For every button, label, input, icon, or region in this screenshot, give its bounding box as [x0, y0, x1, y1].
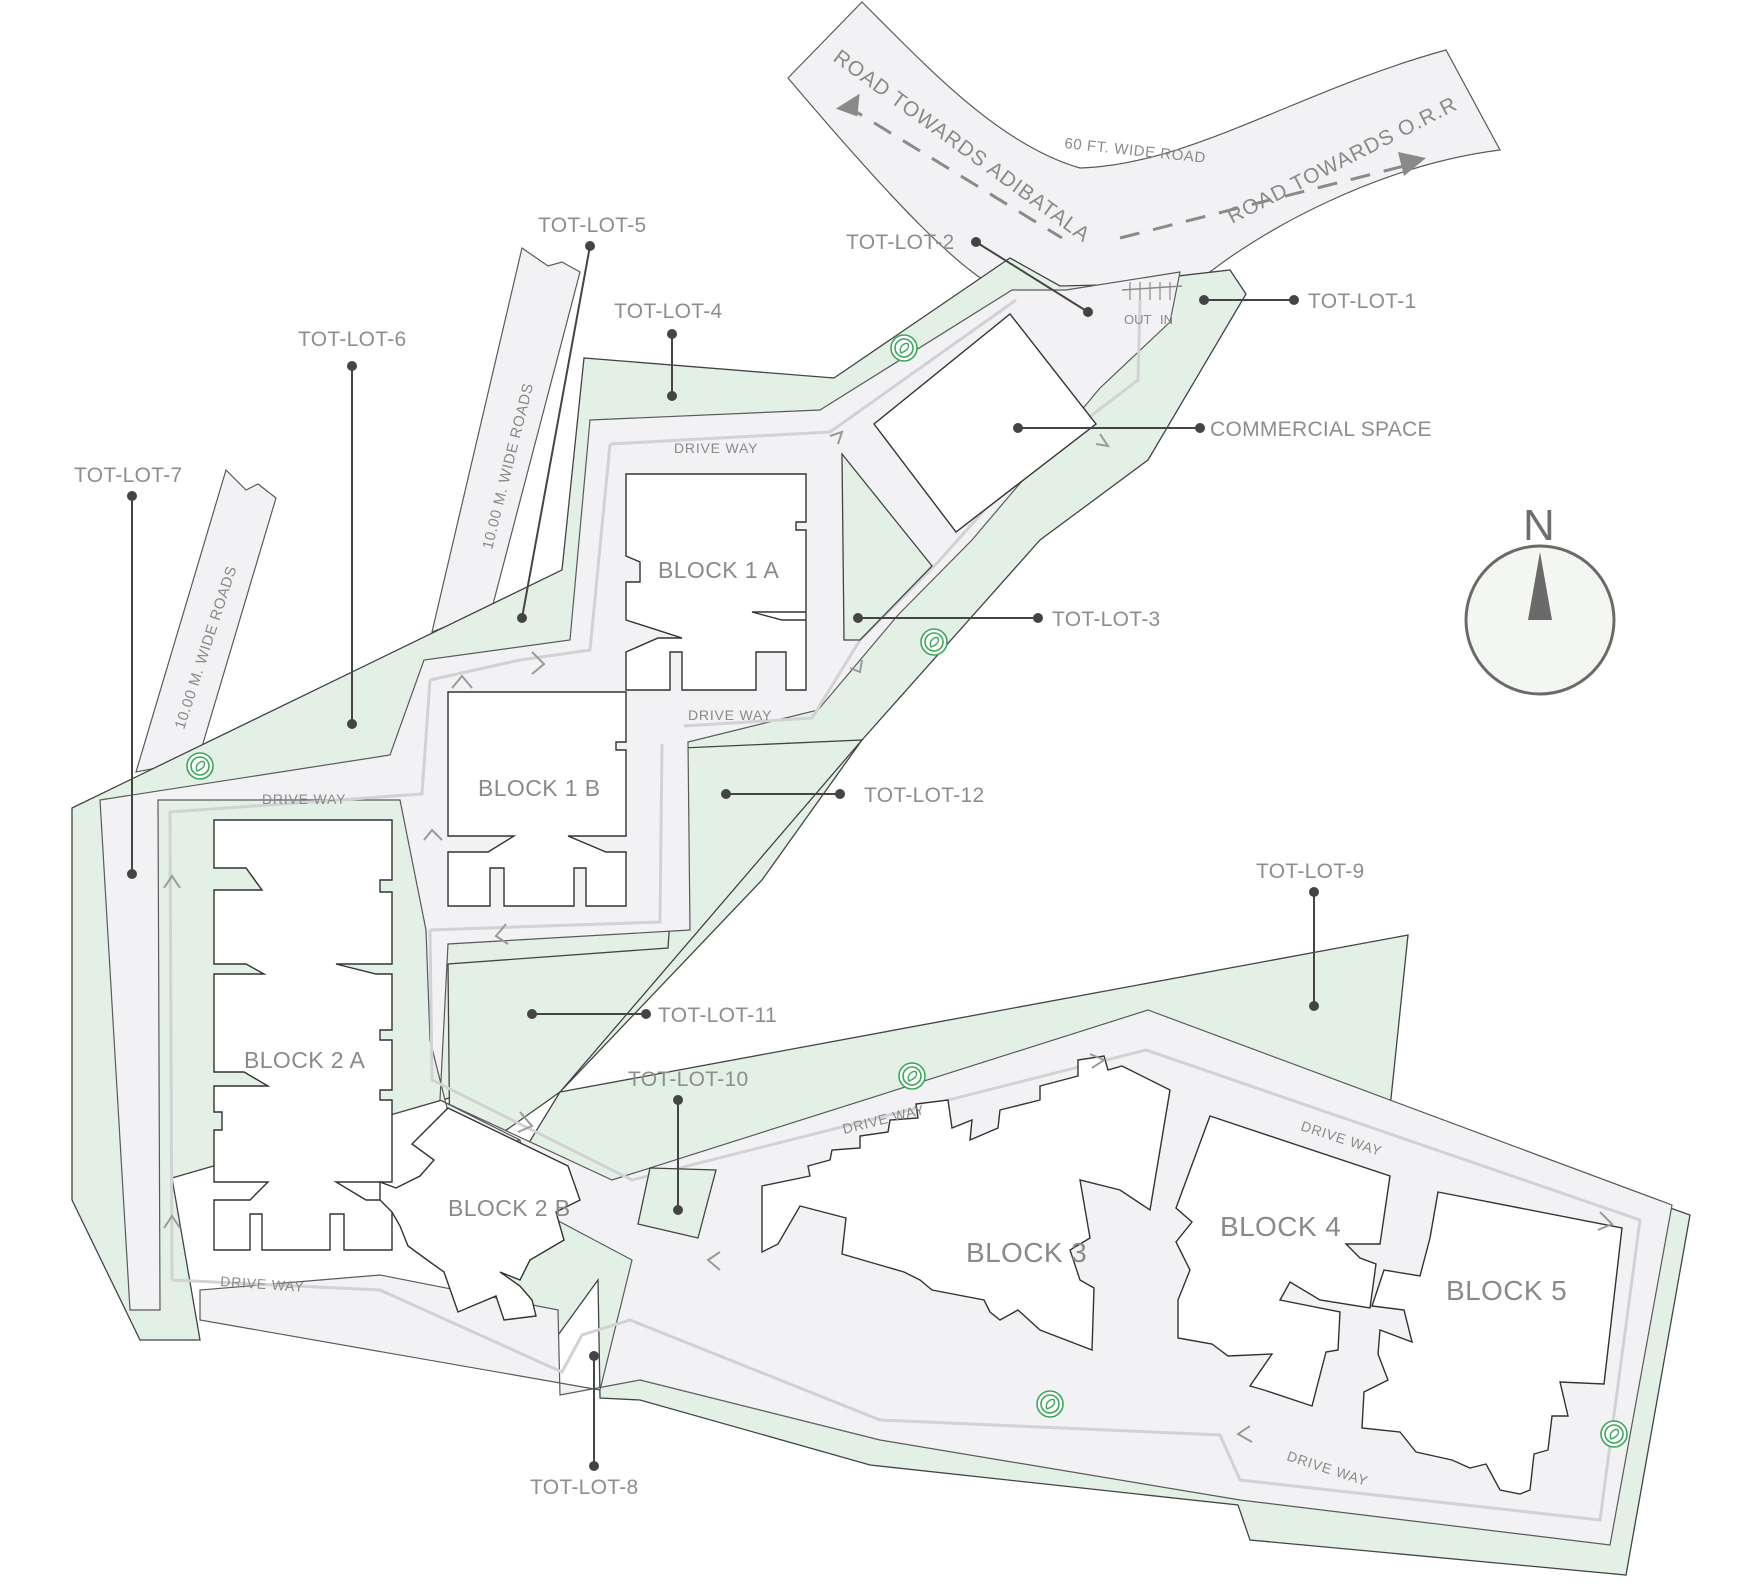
- direction-arrow-icon: [1089, 1053, 1107, 1069]
- tree-icon: [898, 1062, 926, 1090]
- tot-lot-4-callout: TOT-LOT-4: [614, 300, 723, 401]
- drive-way-label: DRIVE WAY: [688, 707, 772, 723]
- tot-lot-9-label: TOT-LOT-9: [1256, 860, 1365, 883]
- tot-lot-1-label: TOT-LOT-1: [1308, 290, 1417, 313]
- tot-lot-12-callout: TOT-LOT-12: [721, 784, 984, 807]
- block-3-footprint: [761, 1055, 1171, 1352]
- block-labels: BLOCK 1 A BLOCK 1 B BLOCK 2 A BLOCK 2 B …: [244, 557, 1567, 1306]
- tot-lot-10-callout: TOT-LOT-10: [628, 1068, 748, 1215]
- block-1b-label: BLOCK 1 B: [478, 775, 601, 801]
- tot-lot-1-callout: TOT-LOT-1: [1199, 290, 1417, 313]
- direction-arrow-icon: [1095, 433, 1111, 448]
- drive-lane: [171, 929, 1642, 1522]
- gate-out-label: OUT: [1124, 312, 1152, 327]
- tree-icon: [186, 752, 214, 780]
- block-1b-footprint: [447, 691, 627, 907]
- road-dash-left: [844, 103, 1063, 240]
- direction-arrow-icon: [163, 874, 181, 889]
- direction-arrow-icon: [1597, 1211, 1614, 1231]
- tot-lot-2-label: TOT-LOT-2: [846, 231, 955, 254]
- direction-arrow-icon: [1398, 152, 1426, 176]
- drive-way-area-north: [99, 271, 1181, 1311]
- direction-arrow-icon: [835, 93, 860, 117]
- drive-lane: [429, 743, 664, 932]
- drive-lane: [683, 299, 1142, 728]
- tot-lot-3-area: [841, 452, 933, 641]
- block-4-label: BLOCK 4: [1220, 1211, 1341, 1242]
- drive-lane: [429, 443, 612, 682]
- tot-lot-8-label: TOT-LOT-8: [530, 1476, 639, 1499]
- tot-lot-4-label: TOT-LOT-4: [614, 300, 723, 323]
- direction-arrow-icon: [829, 430, 844, 445]
- tot-lot-5-callout: TOT-LOT-5: [517, 214, 647, 623]
- block-4-footprint: [1175, 1115, 1391, 1407]
- direction-arrow-icon: [451, 674, 473, 689]
- block-5-footprint: [1361, 1191, 1623, 1495]
- tot-lot-5-label: TOT-LOT-5: [538, 214, 647, 237]
- block-2a-footprint: [213, 819, 393, 1251]
- drive-lane: [168, 679, 432, 1281]
- block-2b-footprint: [379, 1107, 581, 1321]
- tot-lot-10-label: TOT-LOT-10: [628, 1068, 748, 1091]
- compass-icon: N: [1464, 501, 1616, 696]
- side-road-lower: [135, 468, 277, 773]
- entry-gate: OUT IN: [1121, 282, 1183, 327]
- tot-lot-12-label: TOT-LOT-12: [864, 784, 984, 807]
- direction-arrow-icon: [423, 828, 443, 841]
- north-label: N: [1523, 501, 1555, 550]
- side-road-upper: [431, 247, 581, 633]
- buildings: [213, 473, 1623, 1495]
- commercial-space-label: COMMERCIAL SPACE: [1210, 418, 1432, 441]
- tot-lot-callouts: TOT-LOT-1 TOT-LOT-2 COMMERCIAL SPACE TOT…: [74, 214, 1432, 1499]
- block-5-label: BLOCK 5: [1446, 1275, 1567, 1306]
- block-1a-footprint: [625, 473, 807, 691]
- drive-arrows: [163, 430, 1614, 1443]
- commercial-space-building: [873, 313, 1097, 533]
- block-3-label: BLOCK 3: [966, 1237, 1087, 1268]
- road-dash-right: [1119, 163, 1409, 240]
- direction-arrow-icon: [531, 651, 546, 675]
- gate-in-label: IN: [1160, 312, 1173, 327]
- drive-way-label: DRIVE WAY: [262, 791, 346, 807]
- tot-lot-2-callout: TOT-LOT-2: [846, 231, 1093, 317]
- tot-lot-6-label: TOT-LOT-6: [298, 328, 407, 351]
- direction-arrow-icon: [1236, 1425, 1253, 1443]
- tot-lot-11-label: TOT-LOT-11: [658, 1004, 777, 1027]
- external-roads: [135, 1, 1501, 773]
- commercial-space-callout: COMMERCIAL SPACE: [1013, 418, 1432, 441]
- direction-arrow-icon: [494, 923, 509, 945]
- tree-icon: [1036, 1390, 1064, 1418]
- direction-arrow-icon: [706, 1251, 721, 1271]
- tree-icon: [1600, 1420, 1628, 1448]
- block-1a-label: BLOCK 1 A: [658, 557, 779, 583]
- tot-lot-3-label: TOT-LOT-3: [1052, 608, 1161, 631]
- direction-arrow-icon: [517, 1111, 534, 1133]
- block-2b-label: BLOCK 2 B: [448, 1195, 571, 1221]
- tot-lot-8-callout: TOT-LOT-8: [530, 1351, 639, 1499]
- block-2a-label: BLOCK 2 A: [244, 1047, 365, 1073]
- drive-way-label: DRIVE WAY: [220, 1273, 305, 1295]
- tot-lot-9-callout: TOT-LOT-9: [1256, 860, 1365, 1011]
- drive-way-label: DRIVE WAY: [674, 440, 758, 456]
- tot-lot-3-callout: TOT-LOT-3: [853, 608, 1161, 631]
- tree-icon: [920, 628, 948, 656]
- north-arrow: [1528, 552, 1552, 620]
- direction-arrow-icon: [849, 659, 863, 674]
- tot-lot-11-callout: TOT-LOT-11: [527, 1004, 777, 1027]
- tree-icon: [890, 334, 918, 362]
- direction-arrow-icon: [163, 1214, 181, 1229]
- trees: [186, 334, 1628, 1448]
- drive-lanes: [168, 298, 1642, 1522]
- tot-lot-6-callout: TOT-LOT-6: [298, 328, 407, 729]
- tot-lot-7-label: TOT-LOT-7: [74, 464, 183, 487]
- tot-lot-7-callout: TOT-LOT-7: [74, 464, 183, 879]
- drive-lane: [609, 298, 1017, 446]
